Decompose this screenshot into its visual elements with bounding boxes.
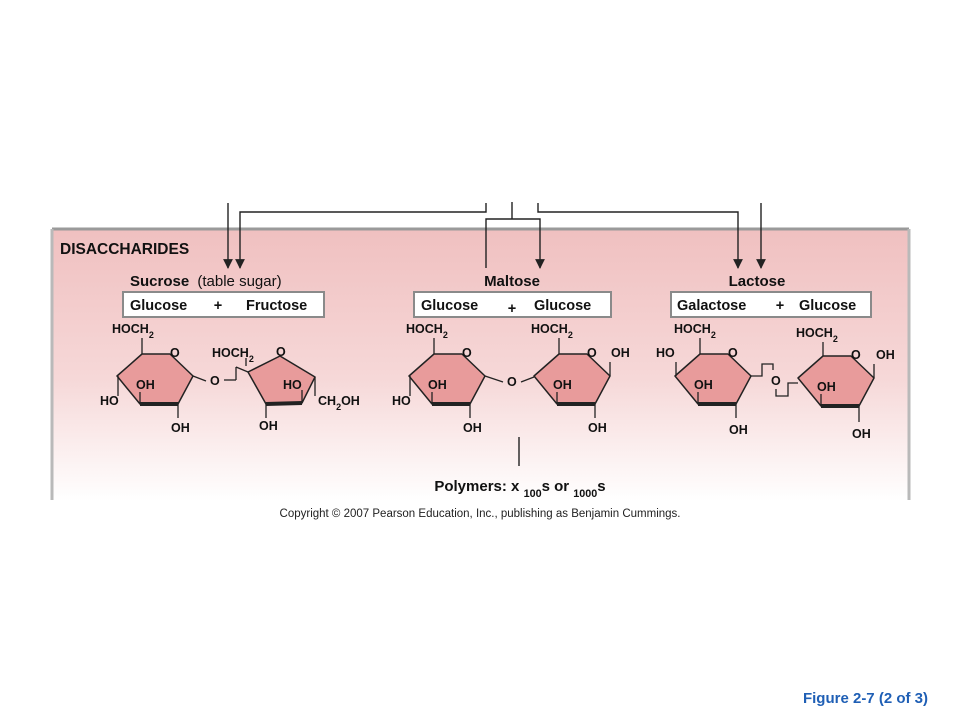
sucrose-component-a: Glucose <box>130 298 187 314</box>
sucrose-components-box <box>122 291 325 318</box>
maltose-glucose-ring-1: HOCH2 O OH HO OH <box>392 322 504 435</box>
lactose-bridge-oxygen: O <box>771 374 781 388</box>
connector-arrows <box>223 202 766 269</box>
sucrose-plus: + <box>214 298 222 314</box>
svg-text:O: O <box>276 345 286 359</box>
svg-text:HO: HO <box>100 394 119 408</box>
maltose-component-b: Glucose <box>534 298 591 314</box>
svg-text:OH: OH <box>729 423 748 437</box>
svg-text:HOCH2: HOCH2 <box>112 322 154 340</box>
svg-text:OH: OH <box>588 421 607 435</box>
svg-text:HOCH2: HOCH2 <box>406 322 448 340</box>
svg-text:HOCH2: HOCH2 <box>796 326 838 344</box>
svg-text:HO: HO <box>283 378 302 392</box>
panel-heading: DISACCHARIDES <box>60 241 189 258</box>
svg-text:O: O <box>851 348 861 362</box>
svg-text:OH: OH <box>259 419 278 433</box>
svg-text:OH: OH <box>553 378 572 392</box>
svg-text:HO: HO <box>656 346 675 360</box>
svg-text:OH: OH <box>611 346 630 360</box>
svg-text:OH: OH <box>876 348 895 362</box>
lactose-component-b: Glucose <box>799 298 856 314</box>
polymers-note: Polymers: x 100s or 1000s <box>434 478 605 500</box>
lactose-glucose-ring: HOCH2 O OH OH OH <box>796 326 895 441</box>
lactose-components-box <box>670 291 872 318</box>
svg-text:OH: OH <box>463 421 482 435</box>
svg-text:HOCH2: HOCH2 <box>674 322 716 340</box>
lactose-group: Lactose Galactose + Glucose HOCH2 O HO O… <box>656 273 895 441</box>
maltose-component-a: Glucose <box>421 298 478 314</box>
svg-text:HOCH2: HOCH2 <box>531 322 573 340</box>
lactose-plus: + <box>776 298 784 314</box>
svg-text:O: O <box>728 346 738 360</box>
maltose-plus: + <box>508 301 516 317</box>
svg-text:HO: HO <box>392 394 411 408</box>
maltose-components-box <box>413 291 612 318</box>
maltose-bridge-oxygen: O <box>507 375 517 389</box>
sucrose-component-b: Fructose <box>246 298 307 314</box>
disaccharides-panel <box>50 227 911 501</box>
svg-text:OH: OH <box>428 378 447 392</box>
svg-text:OH: OH <box>136 378 155 392</box>
sucrose-glucose-ring: HOCH2 O OH HO OH <box>100 322 207 435</box>
lactose-galactose-ring: HOCH2 O HO OH OH <box>656 322 774 437</box>
sucrose-fructose-ring: HOCH2 O HO CH2OH OH <box>212 345 360 433</box>
svg-text:HOCH2: HOCH2 <box>212 346 254 364</box>
maltose-group: Maltose Glucose + Glucose HOCH2 O OH HO … <box>392 273 630 435</box>
svg-text:CH2OH: CH2OH <box>318 394 360 412</box>
lactose-title: Lactose <box>729 273 786 290</box>
svg-text:O: O <box>587 346 597 360</box>
svg-text:OH: OH <box>694 378 713 392</box>
copyright-notice: Copyright © 2007 Pearson Education, Inc.… <box>279 508 681 520</box>
sucrose-group: Sucrose (table sugar) Glucose + Fructose… <box>100 273 360 435</box>
lactose-component-a: Galactose <box>677 298 746 314</box>
svg-text:OH: OH <box>852 427 871 441</box>
sucrose-title: Sucrose (table sugar) <box>130 273 282 290</box>
svg-text:OH: OH <box>817 380 836 394</box>
svg-text:OH: OH <box>171 421 190 435</box>
sucrose-bridge-oxygen: O <box>210 374 220 388</box>
svg-text:O: O <box>170 346 180 360</box>
maltose-glucose-ring-2: HOCH2 O OH OH OH <box>531 322 630 435</box>
figure-label: Figure 2-7 (2 of 3) <box>802 690 928 707</box>
maltose-title: Maltose <box>484 273 540 290</box>
svg-text:O: O <box>462 346 472 360</box>
